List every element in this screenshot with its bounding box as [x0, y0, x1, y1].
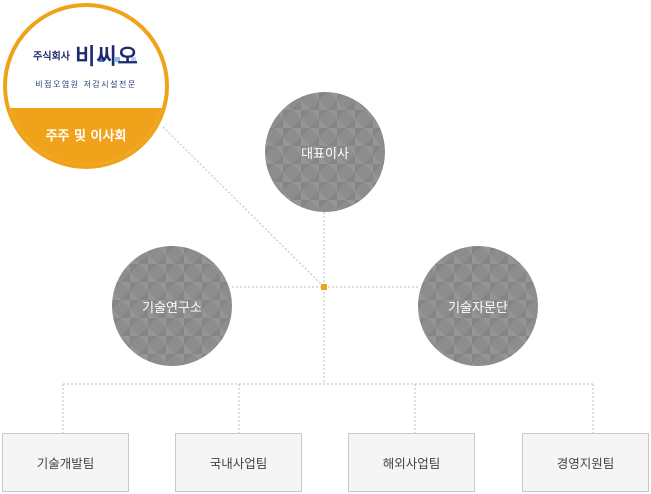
advisory-group-node: 기술자문단 [418, 246, 538, 366]
logo-company-type: 주식회사 [33, 51, 70, 63]
dept-label: 국내사업팀 [209, 456, 268, 471]
logo-dots [99, 47, 147, 66]
dept-domestic-business: 국내사업팀 [175, 433, 302, 492]
dept-label: 기술개발팀 [36, 456, 95, 471]
research-institute-node: 기술연구소 [112, 246, 232, 366]
research-institute-label: 기술연구소 [142, 300, 202, 316]
junction-marker [321, 284, 327, 290]
advisory-group-label: 기술자문단 [448, 300, 508, 316]
ceo-label: 대표이사 [301, 146, 349, 162]
ceo-node: 대표이사 [265, 92, 385, 212]
shareholders-logo-node: 주식회사 비씨오 비점오염원 저감시설전문 주주 및 이사회 [3, 3, 169, 169]
dept-label: 경영지원팀 [556, 456, 615, 471]
dept-overseas-business: 해외사업팀 [348, 433, 475, 492]
logo-tagline: 비점오염원 저감시설전문 [35, 80, 137, 89]
dept-tech-development: 기술개발팀 [2, 433, 129, 492]
dept-management-support: 경영지원팀 [522, 433, 649, 492]
logo-wordmark: 주식회사 비씨오 [7, 39, 165, 71]
dept-label: 해외사업팀 [382, 456, 441, 471]
shareholders-label: 주주 및 이사회 [7, 108, 165, 165]
logo-brand-name: 비씨오 [75, 45, 139, 70]
